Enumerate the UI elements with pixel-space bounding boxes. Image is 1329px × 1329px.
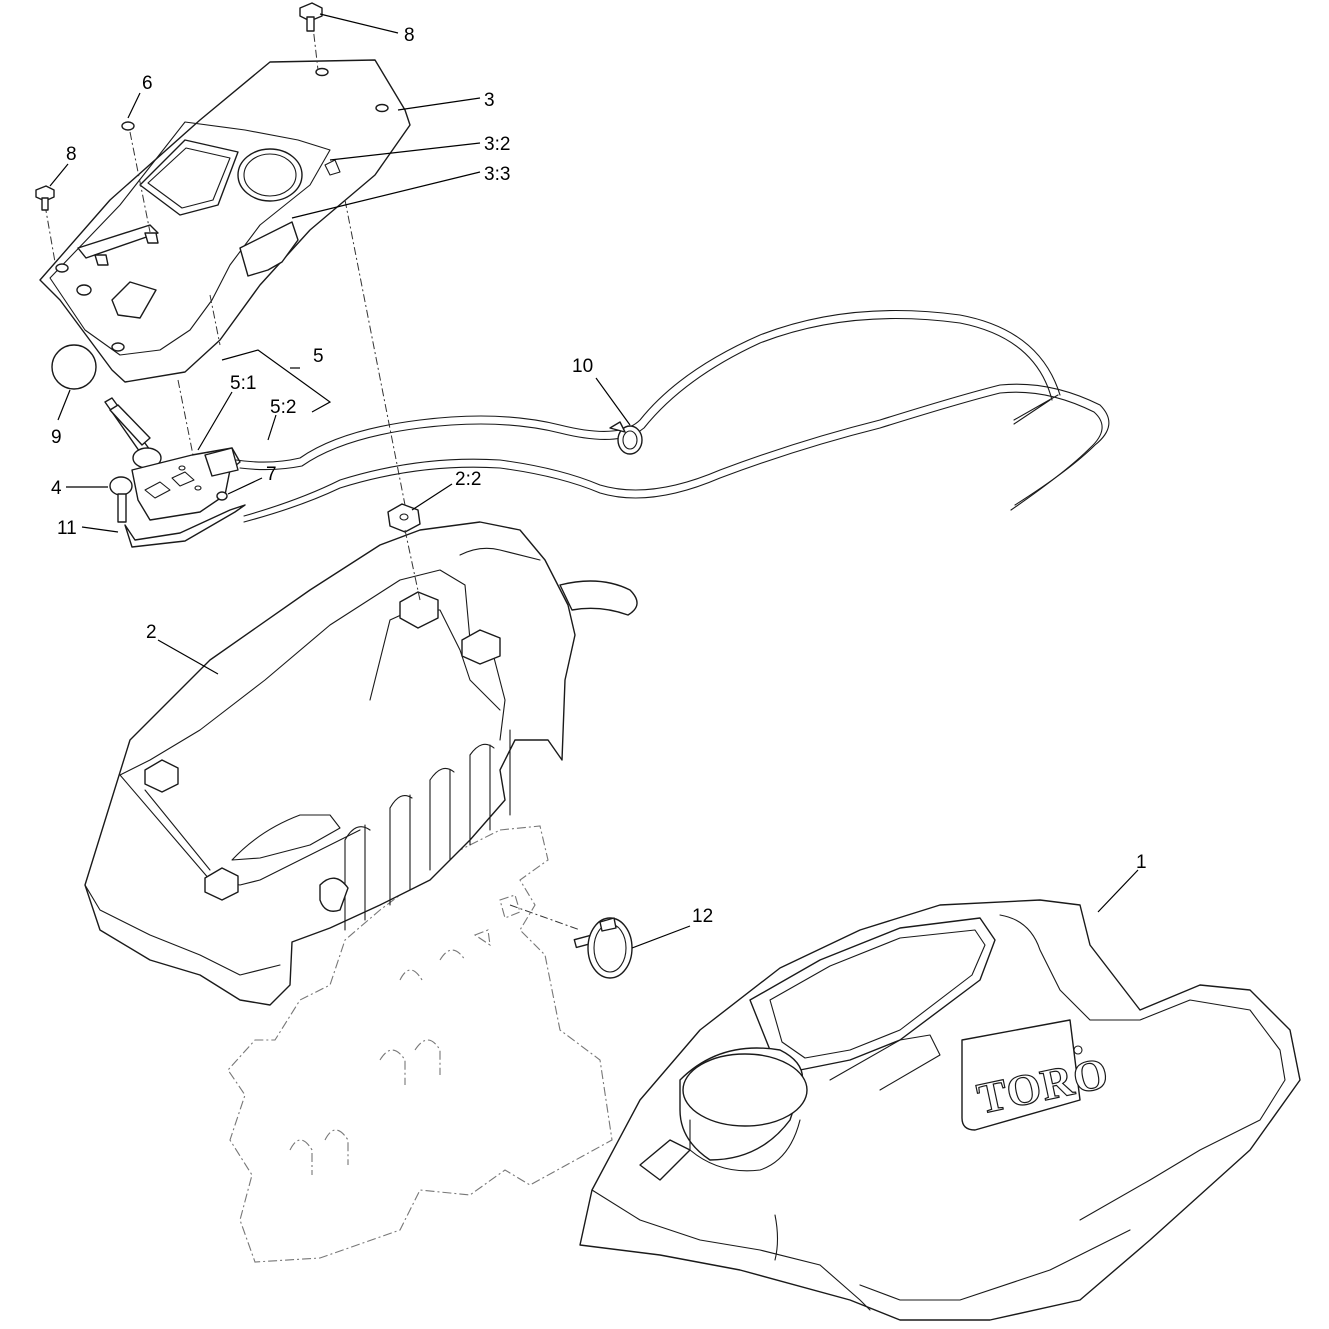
callout-6: 6 — [142, 73, 153, 94]
control-cable — [235, 310, 1110, 523]
callout-7: 7 — [266, 464, 277, 485]
callout-11: 11 — [57, 518, 77, 539]
callout-3: 3 — [484, 90, 495, 111]
callout-12: 12 — [692, 906, 713, 927]
callout-2-2: 2:2 — [455, 469, 481, 490]
callout-5-2: 5:2 — [270, 397, 296, 418]
callout-9: 9 — [51, 427, 62, 448]
speed-clip — [387, 503, 421, 533]
callout-3-2: 3:2 — [484, 134, 510, 155]
callout-8-left: 8 — [66, 144, 77, 165]
console-housing — [84, 521, 638, 1006]
callout-5: 5 — [313, 346, 324, 367]
bolt-top — [299, 2, 323, 32]
callout-10: 10 — [572, 356, 593, 377]
control-panel — [39, 59, 411, 383]
main-cover: TORO — [579, 899, 1301, 1321]
callout-5-1: 5:1 — [230, 373, 256, 394]
callout-2: 2 — [146, 622, 157, 643]
callout-4: 4 — [51, 478, 62, 499]
ghost-panel-outline — [227, 825, 613, 1263]
lever-assembly — [51, 344, 246, 548]
leader-lines — [49, 13, 1139, 949]
callout-1: 1 — [1136, 852, 1147, 873]
callout-3-3: 3:3 — [484, 164, 510, 185]
bolt-left — [35, 185, 55, 211]
plug-small — [121, 121, 135, 131]
callout-labels: 8 3 3:2 3:3 6 8 5 5:1 5:2 9 4 11 7 2:2 1… — [51, 25, 1147, 927]
cup-holder — [573, 917, 633, 979]
callout-8-top: 8 — [404, 25, 415, 46]
